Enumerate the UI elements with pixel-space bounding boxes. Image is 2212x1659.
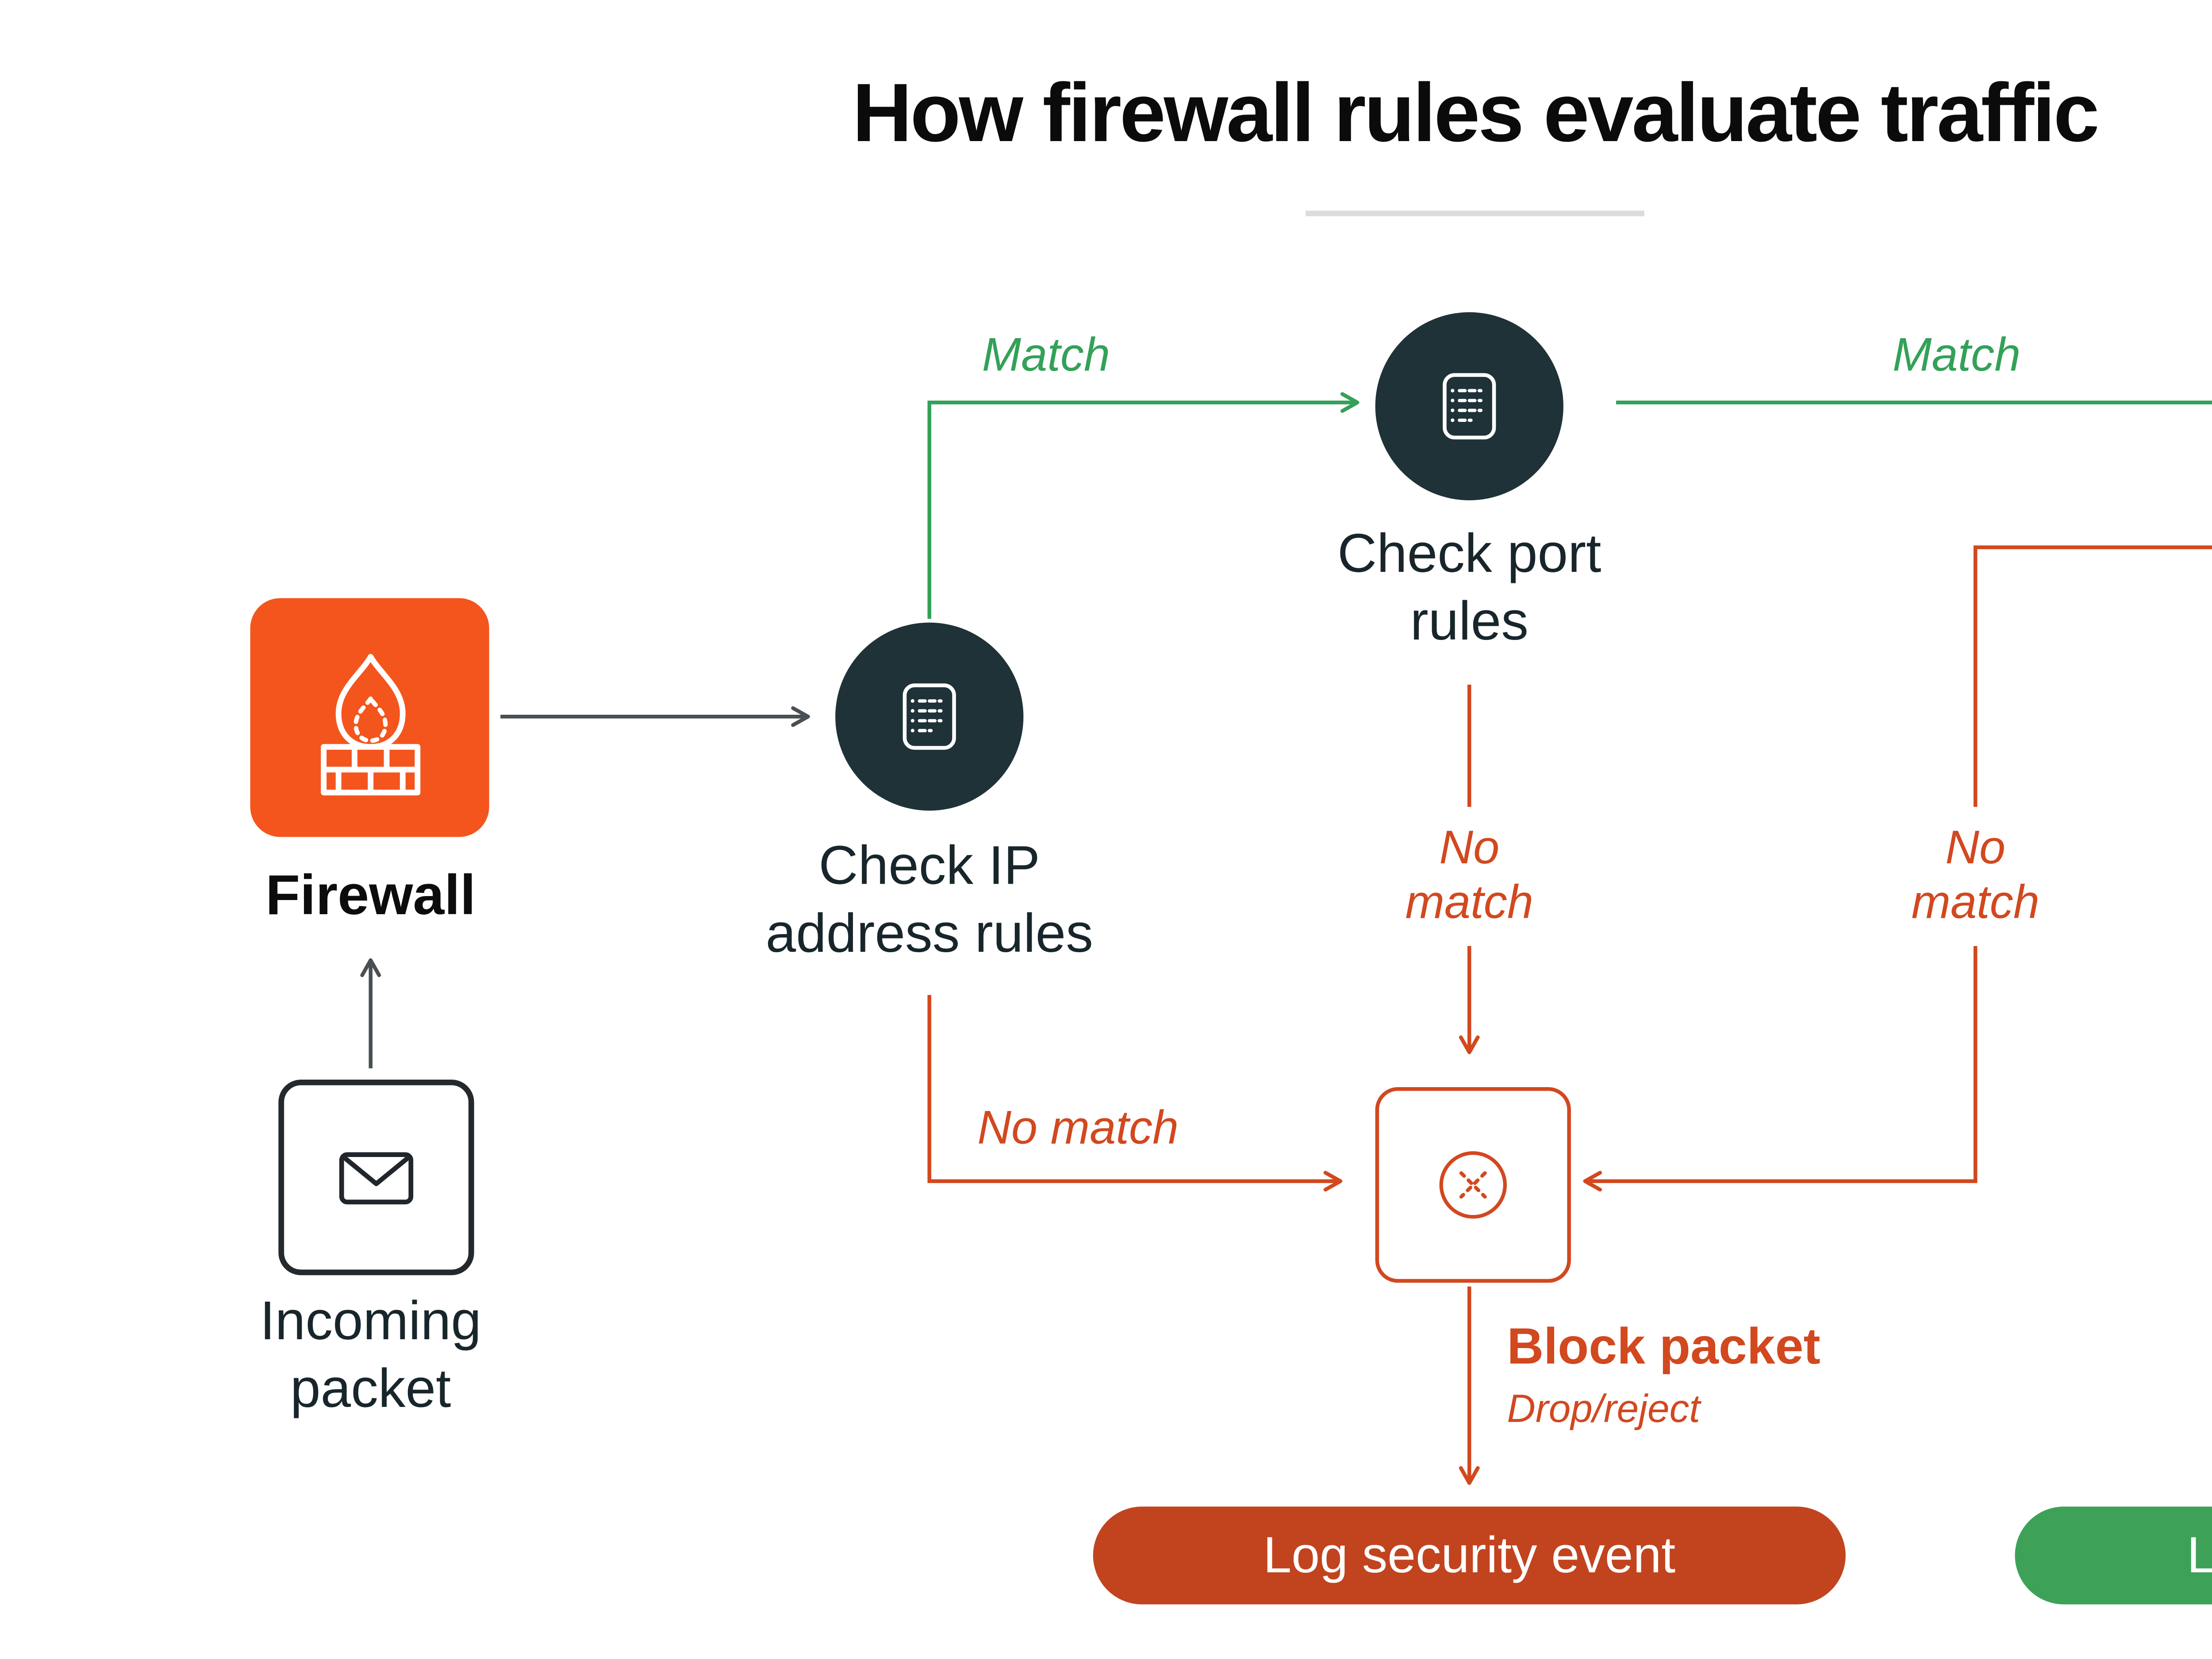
incoming-packet-label: Incoming packet — [260, 1292, 481, 1420]
check-ip-rules-node — [835, 622, 1024, 811]
firewall-label: Firewall — [265, 865, 476, 927]
edge-check-ip-match — [927, 392, 1359, 619]
log-security-event-badge: Log security event — [1093, 1506, 1846, 1605]
edge-protocol-no-match-lower — [1583, 946, 1978, 1192]
scroll-rules-icon — [877, 664, 982, 769]
envelope-icon — [339, 1152, 414, 1205]
title-divider — [1306, 211, 1644, 217]
page-title: How firewall rules evaluate traffic — [852, 68, 2100, 160]
firewall-node — [250, 598, 489, 837]
edge-protocol-no-match-upper — [1973, 545, 2212, 807]
log-allowed-traffic-badge: Log allowed traffic — [2015, 1506, 2212, 1605]
check-protocol-label: Check protocol rules — [2109, 523, 2212, 658]
circle-x-icon — [1439, 1151, 1507, 1219]
check-port-label: Check port rules — [1337, 525, 1601, 653]
edge-label-ip-match: Match — [982, 329, 1110, 382]
check-ip-label: Check IP address rules — [765, 837, 1093, 965]
incoming-packet-node — [278, 1079, 474, 1276]
edge-label-port-match: Match — [1892, 329, 2021, 382]
edge-label-ip-no-match: No match — [977, 1102, 1179, 1155]
edge-label-protocol-no-match: No match — [1911, 822, 2040, 929]
block-packet-title: Block packet — [1507, 1318, 1820, 1375]
block-packet-node — [1375, 1087, 1571, 1283]
block-packet-subtitle: Drop/reject — [1507, 1388, 1701, 1432]
flame-brick-wall-icon — [320, 653, 420, 795]
edge-label-port-no-match: No match — [1405, 822, 1534, 929]
check-port-rules-node — [1375, 312, 1563, 501]
scroll-rules-icon — [1417, 353, 1522, 459]
edge-ip-no-match — [927, 995, 1343, 1192]
